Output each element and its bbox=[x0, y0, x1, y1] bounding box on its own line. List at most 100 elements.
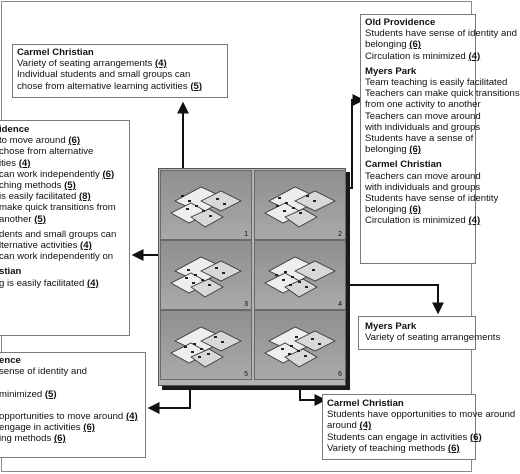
line-text: ing methods bbox=[0, 433, 54, 445]
section-title: stian bbox=[0, 266, 22, 278]
arrow-to-bottom-right bbox=[299, 386, 327, 406]
box-title: Carmel Christian bbox=[17, 47, 94, 58]
box-line: Circulation is minimized (4) bbox=[365, 215, 480, 227]
box-line: with individuals and groups bbox=[365, 182, 480, 193]
bottom-right-box: Carmel Christian Students have opportuni… bbox=[322, 394, 515, 460]
score-value: (5) bbox=[44, 388, 57, 400]
box-line: Team teaching is easily facilitated bbox=[365, 77, 507, 88]
line-text bbox=[0, 377, 2, 388]
score-value: (4) bbox=[80, 240, 92, 252]
line-text: Circulation is minimized bbox=[365, 50, 469, 62]
line-text: Students have sense of identity bbox=[365, 193, 499, 205]
box-line: around (4) bbox=[327, 420, 471, 431]
score-value: (6) bbox=[409, 204, 422, 216]
line-text: another bbox=[0, 213, 35, 225]
score-value: (6) bbox=[83, 422, 95, 434]
score-value: (4) bbox=[18, 157, 31, 169]
floorplan-drawing bbox=[264, 326, 336, 368]
box-line: engage in activities (6) bbox=[0, 422, 145, 433]
floorplan-drawing bbox=[170, 256, 242, 298]
box-line: belonging (6) bbox=[365, 204, 471, 215]
box-line: chose from alternative learning activiti… bbox=[17, 81, 223, 92]
line-text: to move around bbox=[0, 135, 69, 147]
line-text: make quick transitions from bbox=[0, 202, 116, 214]
box-line: minimized (5) bbox=[0, 389, 145, 400]
section-title: idence bbox=[0, 124, 30, 135]
box-line: dents and small groups can bbox=[0, 229, 129, 240]
line-text bbox=[0, 400, 2, 411]
floorplan-tile: 2 bbox=[254, 170, 346, 240]
floorplan-tile: 4 bbox=[254, 240, 346, 310]
box-title: ence bbox=[0, 355, 21, 366]
line-text: with individuals and groups bbox=[365, 121, 481, 133]
line-text: sense of identity and bbox=[0, 366, 88, 378]
line-text: Students have sense of identity and bbox=[365, 28, 518, 40]
arrow-to-bottom-left bbox=[147, 386, 191, 414]
box-line: Students have a sense of bbox=[365, 133, 474, 145]
line-text: Variety of seating arrangements bbox=[365, 332, 501, 344]
box-title: Myers Park bbox=[365, 321, 417, 332]
score-value: (4) bbox=[125, 411, 138, 423]
arrow-to-top-right bbox=[346, 94, 365, 189]
floorplan-number: 3 bbox=[244, 301, 248, 308]
box-line: to move around (6) bbox=[0, 135, 129, 146]
box-line: g is easily facilitated (4) bbox=[0, 278, 129, 289]
score-value: (6) bbox=[447, 442, 460, 454]
box-line: Circulation is minimized (4) bbox=[365, 50, 480, 62]
line-text: lternative activities bbox=[0, 240, 81, 252]
box-line: ities (4) bbox=[0, 158, 129, 169]
floorplan-number: 2 bbox=[338, 231, 342, 238]
section-title: Myers Park bbox=[365, 65, 417, 77]
floorplan-tile: 5 bbox=[160, 310, 252, 380]
score-value: (5) bbox=[64, 180, 76, 192]
box-line: is easily facilitated (8) bbox=[0, 191, 129, 202]
floorplan-drawing bbox=[170, 326, 242, 368]
floorplan-number: 1 bbox=[244, 231, 248, 238]
line-text: Individual students and small groups can bbox=[17, 69, 191, 81]
box-line bbox=[0, 400, 145, 411]
connector-arrows bbox=[131, 94, 444, 414]
box-line: from one activity to another bbox=[365, 99, 481, 110]
score-value: (6) bbox=[409, 39, 422, 51]
line-text: Students have opportunities to move arou… bbox=[327, 409, 516, 421]
box-line: Variety of seating arrangements bbox=[365, 332, 500, 343]
score-value: (8) bbox=[78, 191, 91, 203]
line-text: from one activity to another bbox=[365, 99, 481, 111]
section-title: Carmel Christian bbox=[365, 159, 442, 171]
line-text: can work independently bbox=[0, 168, 103, 180]
line-text: Circulation is minimized bbox=[365, 215, 469, 227]
box-line: can work independently on bbox=[0, 251, 129, 262]
line-text: minimized bbox=[0, 388, 45, 400]
box-line: belonging (6) bbox=[365, 39, 471, 50]
line-text: opportunities to move around bbox=[0, 411, 126, 423]
section-title: Old Providence bbox=[365, 17, 436, 28]
score-value: (4) bbox=[86, 277, 99, 289]
bottom-left-box: ence sense of identity and minimized (5)… bbox=[0, 352, 146, 458]
box-line: Students have opportunities to move arou… bbox=[327, 409, 515, 420]
line-text: Variety of seating arrangements bbox=[17, 58, 155, 70]
right-middle-box: Myers Park Variety of seating arrangemen… bbox=[358, 316, 500, 350]
box-line: chose from alternative bbox=[0, 146, 129, 157]
line-text: belonging bbox=[365, 204, 410, 216]
score-value: (4) bbox=[468, 215, 481, 227]
box-title: Carmel Christian bbox=[327, 398, 404, 409]
score-value: (4) bbox=[468, 50, 481, 62]
score-value: (4) bbox=[359, 420, 372, 432]
line-text: Team teaching is easily facilitated bbox=[365, 77, 508, 89]
line-text: Students have a sense of bbox=[365, 133, 474, 145]
box-line: can work independently (6) bbox=[0, 169, 129, 180]
floorplan-tile: 6 bbox=[254, 310, 346, 380]
line-text: chose from alternative learning activiti… bbox=[17, 80, 191, 92]
line-text: can work independently on bbox=[0, 251, 114, 263]
floorplan-number: 5 bbox=[244, 371, 248, 378]
box-line: Teachers can move around bbox=[365, 171, 481, 182]
score-value: (6) bbox=[469, 431, 482, 443]
floorplan-drawing bbox=[264, 186, 336, 228]
line-text: with individuals and groups bbox=[365, 181, 481, 193]
line-text: Variety of teaching methods bbox=[327, 442, 448, 454]
